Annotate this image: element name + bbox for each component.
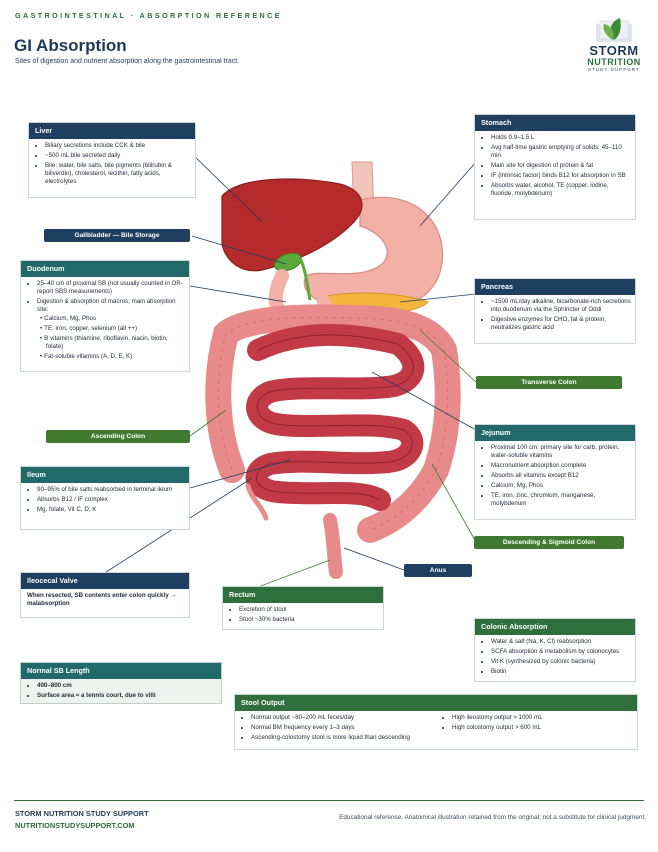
page-title: GI Absorption: [14, 36, 127, 55]
page-kicker: GASTROINTESTINAL · ABSORPTION REFERENCE: [15, 11, 282, 20]
anus-label: Anus: [404, 564, 472, 577]
rectum-item: Stool ~30% bacteria: [239, 616, 379, 624]
ileum-item: 90–95% of bile salts reabsorbed in termi…: [37, 486, 185, 494]
liver-item: ~500 mL bile secreted daily: [45, 152, 191, 160]
leaf-book-icon: [596, 18, 632, 42]
pancreas-title: Pancreas: [475, 279, 635, 295]
rectum-card: Rectum Excretion of stool Stool ~30% bac…: [222, 586, 384, 630]
footer-url[interactable]: NUTRITIONSTUDYSUPPORT.COM: [15, 821, 135, 830]
liver-shape: [221, 178, 363, 272]
logo-study-support: STUDY SUPPORT: [588, 67, 640, 72]
ileum-title: Ileum: [21, 467, 189, 483]
liver-item: Biliary secretions include CCK & bile: [45, 142, 191, 150]
small-intestine-shape: [245, 323, 425, 511]
ileum-item: Absorbs B12 / IF complex: [37, 496, 185, 504]
duodenum-card: Duodenum 25–40 cm of proximal SB (not us…: [20, 260, 190, 372]
jejunum-item: Absorbs all vitamins except B12: [491, 472, 631, 480]
stool-title: Stool Output: [235, 695, 637, 711]
duodenum-item-text: Digestion & absorption of macros; main a…: [37, 298, 176, 313]
pancreas-item: Digestive enzymes for CHO, fat & protein…: [491, 316, 631, 332]
stomach-item: IF (intrinsic factor) binds B12 for abso…: [491, 172, 631, 180]
liver-title: Liver: [29, 123, 195, 139]
jejunum-item: Calcium, Mg, Phos: [491, 482, 631, 490]
ileocecal-text: When resected, SB contents enter colon q…: [27, 592, 177, 607]
duodenum-sub-item: B vitamins (thiamine, riboflavin, niacin…: [44, 335, 185, 351]
ileocecal-valve-card: Ileocecal Valve When resected, SB conten…: [20, 572, 190, 618]
rectum-item: Excretion of stool: [239, 606, 379, 614]
liver-card: Liver Biliary secretions include CCK & b…: [28, 122, 196, 198]
stomach-title: Stomach: [475, 115, 635, 131]
logo-storm: STORM: [589, 43, 639, 58]
colonic-absorption-card: Colonic Absorption Water & salt (Na, K, …: [474, 618, 636, 682]
descending-colon-label: Descending & Sigmoid Colon: [474, 536, 624, 549]
colonic-item: Biotin: [491, 668, 631, 676]
stomach-card: Stomach Holds 0.9–1.5 L Avg half-time ga…: [474, 114, 636, 220]
pancreas-item: ~1500 mL/day alkaline, bicarbonate-rich …: [491, 298, 631, 314]
duodenum-item: Digestion & absorption of macros; main a…: [37, 298, 185, 361]
duodenum-sub-item: Calcium, Mg, Phos: [44, 315, 185, 323]
normal-sb-title: Normal SB Length: [21, 663, 221, 679]
rectum-title: Rectum: [223, 587, 383, 603]
stool-item: High colostomy output > 600 mL: [452, 724, 633, 732]
stool-output-card: Stool Output Normal output ~80–200 mL fe…: [234, 694, 638, 750]
footer-divider: [14, 800, 644, 801]
stomach-item: Avg half-time gastric emptying of solids…: [491, 144, 631, 160]
stomach-item: Holds 0.9–1.5 L: [491, 134, 631, 142]
normal-sb-length-card: Normal SB Length 400–800 cm Surface area…: [20, 662, 222, 704]
logo-nutrition: NUTRITION: [587, 57, 641, 67]
brand-logo: STORM NUTRITION STUDY SUPPORT: [584, 16, 644, 78]
duodenum-item: 25–40 cm of proximal SB (not usually cou…: [37, 280, 185, 296]
ascending-colon-label: Ascending Colon: [46, 430, 190, 443]
stool-item: Normal output ~80–200 mL feces/day: [251, 714, 432, 722]
liver-item: Bile: water, bile salts, bile pigments (…: [45, 162, 191, 186]
jejunum-title: Jejunum: [475, 425, 635, 441]
jejunum-item: Macronutrient absorption complete: [491, 462, 631, 470]
rectum-shape: [323, 513, 343, 579]
footer-brand: STORM NUTRITION STUDY SUPPORT: [15, 809, 149, 818]
stool-item: High ileostomy output > 1000 mL: [452, 714, 633, 722]
jejunum-item: TE: iron, zinc, chromium, manganese, mol…: [491, 492, 631, 508]
duodenum-title: Duodenum: [21, 261, 189, 277]
jejunum-item: Proximal 100 cm: primary site for carb, …: [491, 444, 631, 460]
stool-item: Ascending-colostomy stool is more liquid…: [251, 734, 432, 742]
normal-sb-item: Surface area ≈ a tennis court, due to vi…: [37, 692, 217, 700]
duodenum-sub-item: Fat-soluble vitamins (A, D, E, K): [44, 353, 185, 361]
colonic-item: SCFA absorption & metabolism by colonocy…: [491, 648, 631, 656]
duodenum-sub-item: TE: iron, copper, selenium (all ++): [44, 325, 185, 333]
page-subtitle: Sites of digestion and nutrient absorpti…: [15, 58, 240, 65]
pancreas-card: Pancreas ~1500 mL/day alkaline, bicarbon…: [474, 278, 636, 344]
gallbladder-label: Gallbladder — Bile Storage: [44, 229, 190, 242]
ileum-item: Mg, folate, Vit C, D, K: [37, 506, 185, 514]
colonic-item: Water & salt (Na, K, Cl) reabsorption: [491, 638, 631, 646]
stomach-item: Main site for digestion of protein & fat: [491, 162, 631, 170]
colonic-item: Vit K (synthesized by colonic bacteria): [491, 658, 631, 666]
stomach-item: Absorbs water, alcohol, TE (copper, iodi…: [491, 182, 631, 198]
normal-sb-item: 400–800 cm: [37, 682, 217, 690]
stool-item: Normal BM frequency every 1–3 days: [251, 724, 432, 732]
ileocecal-title: Ileocecal Valve: [21, 573, 189, 589]
gallbladder-shape: [274, 252, 302, 272]
ileum-card: Ileum 90–95% of bile salts reabsorbed in…: [20, 466, 190, 530]
jejunum-card: Jejunum Proximal 100 cm: primary site fo…: [474, 424, 636, 520]
colonic-title: Colonic Absorption: [475, 619, 635, 635]
transverse-colon-label: Transverse Colon: [476, 376, 622, 389]
footer-disclaimer: Educational reference. Anatomical illust…: [339, 814, 646, 821]
